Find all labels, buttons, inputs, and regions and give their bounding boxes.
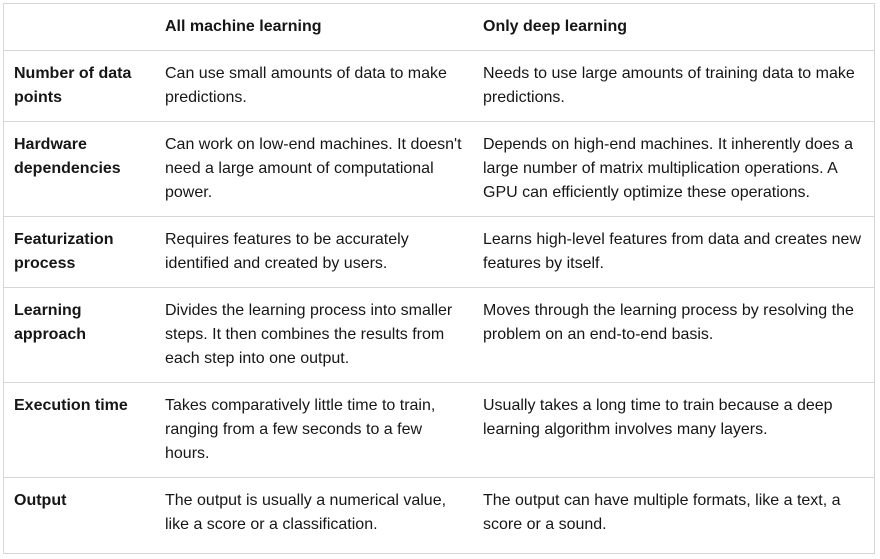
comparison-table-container: All machine learning Only deep learning … — [3, 3, 875, 554]
header-empty-cell — [4, 4, 155, 51]
cell-ml: Divides the learning process into smalle… — [155, 287, 473, 383]
row-label-output: Output — [14, 491, 67, 509]
table-row: Number of data points Can use small amou… — [4, 50, 874, 122]
row-label-learning-approach: Learning approach — [4, 287, 155, 383]
cell-ml: The output is usually a numerical value,… — [165, 491, 447, 533]
row-label-execution-time: Execution time — [4, 382, 155, 478]
ml-vs-dl-comparison-table: All machine learning Only deep learning … — [4, 4, 874, 548]
cell-ml: Requires features to be accurately ident… — [155, 216, 473, 288]
cell-dl: Moves through the learning process by re… — [473, 287, 874, 383]
table-row: Learning approach Divides the learning p… — [4, 287, 874, 383]
header-all-machine-learning: All machine learning — [155, 4, 473, 51]
cell-dl: Needs to use large amounts of training d… — [473, 50, 874, 122]
cell-dl: Depends on high-end machines. It inheren… — [473, 121, 874, 217]
cell-dl: Usually takes a long time to train becau… — [473, 382, 874, 478]
cell-dl: The output can have multiple formats, li… — [483, 491, 841, 533]
table-row: Execution time Takes comparatively littl… — [4, 382, 874, 478]
cell-ml: Can work on low-end machines. It doesn't… — [155, 121, 473, 217]
table-row: Hardware dependencies Can work on low-en… — [4, 121, 874, 217]
row-label-featurization-process: Featurization process — [4, 216, 155, 288]
table-row: Output The output is usually a numerical… — [4, 477, 874, 548]
cell-ml: Takes comparatively little time to train… — [155, 382, 473, 478]
row-label-number-of-data-points: Number of data points — [4, 50, 155, 122]
header-only-deep-learning: Only deep learning — [473, 4, 874, 51]
row-label-hardware-dependencies: Hardware dependencies — [4, 121, 155, 217]
table-row: Featurization process Requires features … — [4, 216, 874, 288]
table-header-row: All machine learning Only deep learning — [4, 4, 874, 51]
cell-dl: Learns high-level features from data and… — [473, 216, 874, 288]
cell-ml: Can use small amounts of data to make pr… — [155, 50, 473, 122]
